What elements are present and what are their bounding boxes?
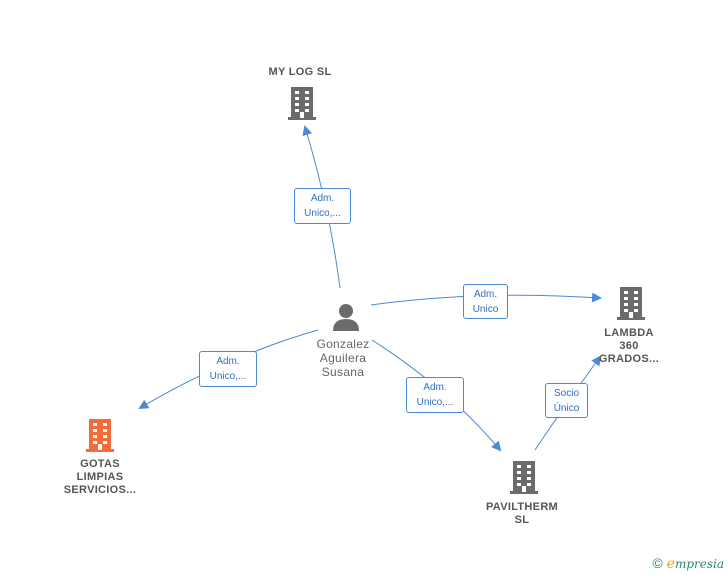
brand-footer: ©empresia — [652, 555, 724, 572]
edge-label-paviltherm-to-lambda[interactable]: Socio Único — [545, 383, 588, 418]
node-label-line: Aguilera — [319, 351, 367, 365]
edge-label-line: Unico,... — [209, 371, 247, 382]
edge-label-line: Adm. — [310, 193, 335, 204]
node-label-gotas[interactable]: GOTAS LIMPIAS SERVICIOS... — [50, 458, 150, 497]
edge-label-to-lambda[interactable]: Adm. Unico — [463, 284, 508, 319]
edge-label-line: Adm. — [423, 382, 447, 393]
node-label-line: SL — [514, 514, 530, 526]
building-icon-highlighted[interactable] — [85, 418, 115, 452]
copyright-symbol: © — [652, 555, 663, 571]
edge-label-line: Unico,... — [304, 208, 341, 219]
edge-label-line: Unico — [472, 304, 499, 315]
edge-label-line: Socio — [553, 388, 579, 399]
edge-label-line: Unico,... — [416, 397, 454, 408]
node-label-line: LIMPIAS — [76, 471, 124, 483]
edge-label-to-gotas[interactable]: Adm. Unico,... — [199, 351, 257, 387]
node-label-line: GOTAS — [80, 458, 120, 470]
brand-logo-initial: e — [666, 556, 675, 572]
edge-label-line: Adm. — [473, 289, 498, 300]
node-label-line: 360 — [619, 340, 639, 352]
person-icon[interactable] — [331, 302, 361, 332]
node-label-line: LAMBDA — [604, 327, 654, 339]
building-icon[interactable] — [509, 460, 539, 494]
node-label-line: Susana — [321, 365, 365, 379]
edge-label-line: Único — [553, 403, 580, 414]
node-label-my-log[interactable]: MY LOG SL — [250, 66, 350, 79]
node-label-line: GRADOS... — [598, 353, 660, 365]
edge-label-to-paviltherm[interactable]: Adm. Unico,... — [406, 377, 464, 413]
node-label-line: PAVILTHERM — [485, 501, 559, 513]
node-label-paviltherm[interactable]: PAVILTHERM SL — [472, 501, 572, 527]
node-label-lambda[interactable]: LAMBDA 360 GRADOS... — [584, 327, 674, 366]
edge-label-line: Adm. — [216, 356, 240, 367]
building-icon[interactable] — [616, 286, 646, 320]
node-label-person[interactable]: Gonzalez Aguilera Susana — [293, 337, 393, 379]
node-label-line: SERVICIOS... — [63, 484, 137, 496]
edge-label-to-my-log[interactable]: Adm. Unico,... — [294, 188, 351, 224]
building-icon[interactable] — [287, 86, 317, 120]
node-label-line: MY LOG SL — [268, 66, 332, 78]
node-label-line: Gonzalez — [316, 337, 370, 351]
brand-logo-text: mpresia — [674, 557, 724, 571]
